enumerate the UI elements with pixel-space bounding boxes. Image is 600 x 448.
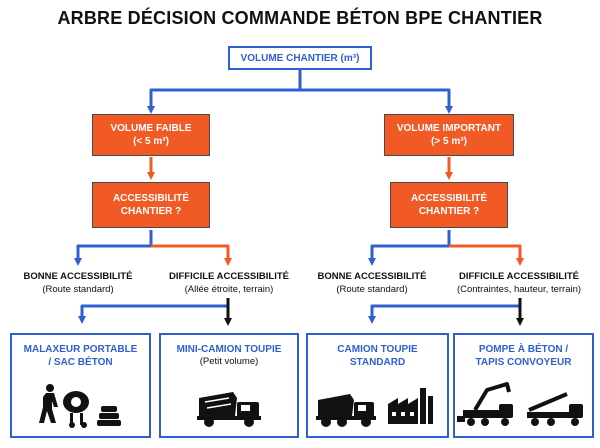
root-node-volume: VOLUME CHANTIER (m³) (228, 46, 372, 70)
label-right-hard-access: DIFFICILE ACCESSIBILITÉ (Contraintes, ha… (444, 270, 594, 296)
result-portable-mixer-line1: MALAXEUR PORTABLE (23, 344, 138, 355)
label-left-good-note: (Route standard) (42, 284, 114, 295)
result-standard-truck-line2: STANDARD (349, 357, 406, 368)
label-left-good-title: BONNE ACCESSIBILITÉ (23, 271, 133, 282)
node-volume-small-line2: (< 5 m³) (133, 136, 169, 147)
label-right-hard-title: DIFFICILE ACCESSIBILITÉ (459, 271, 579, 282)
node-access-right-line2: CHANTIER ? (418, 206, 480, 217)
result-mini-truck-sub: (Petit volume) (199, 356, 259, 367)
label-right-hard-note: (Contraintes, hauteur, terrain) (456, 284, 582, 295)
label-left-good-access: BONNE ACCESSIBILITÉ (Route standard) (18, 270, 138, 296)
node-volume-large: VOLUME IMPORTANT (> 5 m³) (384, 114, 514, 156)
truck-factory-icon (316, 388, 433, 427)
result-mini-truck: MINI-CAMION TOUPIE (Petit volume) (159, 333, 299, 438)
node-volume-small-line1: VOLUME FAIBLE (110, 123, 192, 134)
worker-mixer-icon (39, 384, 121, 428)
node-access-right-line1: ACCESSIBILITÉ (410, 193, 488, 204)
label-left-hard-title: DIFFICILE ACCESSIBILITÉ (169, 271, 289, 282)
edge-root-left (147, 70, 302, 114)
result-pump-conveyor-line1: POMPE À BÉTON / (478, 344, 569, 355)
result-mini-truck-line1: MINI-CAMION TOUPIE (176, 344, 282, 355)
edge-right-good-result (368, 298, 522, 324)
label-left-hard-access: DIFFICILE ACCESSIBILITÉ (Allée étroite, … (158, 270, 300, 296)
mini-truck-icon (197, 392, 261, 427)
result-pump-conveyor: POMPE À BÉTON / TAPIS CONVOYEUR (453, 333, 594, 438)
result-portable-mixer-line2: / SAC BÉTON (48, 357, 113, 368)
result-pump-conveyor-line2: TAPIS CONVOYEUR (475, 357, 572, 368)
result-standard-truck-line1: CAMION TOUPIE (337, 344, 418, 355)
result-portable-mixer: MALAXEUR PORTABLE / SAC BÉTON (10, 333, 151, 438)
label-right-good-note: (Route standard) (336, 284, 408, 295)
node-access-left-line2: CHANTIER ? (120, 206, 182, 217)
edge-right-hard (449, 244, 524, 266)
edge-left-good (74, 230, 153, 266)
edge-left-hard (151, 244, 232, 266)
node-access-left-line1: ACCESSIBILITÉ (112, 193, 190, 204)
node-volume-large-line1: VOLUME IMPORTANT (396, 123, 502, 134)
edge-left-good-result (78, 298, 230, 324)
node-access-left: ACCESSIBILITÉ CHANTIER ? (92, 182, 210, 228)
label-right-good-title: BONNE ACCESSIBILITÉ (317, 271, 427, 282)
node-access-right: ACCESSIBILITÉ CHANTIER ? (390, 182, 508, 228)
edge-root-right (300, 88, 453, 114)
diagram-title: ARBRE DÉCISION COMMANDE BÉTON BPE CHANTI… (57, 8, 543, 28)
label-left-hard-note: (Allée étroite, terrain) (184, 284, 274, 295)
node-volume-large-line2: (> 5 m³) (431, 136, 467, 147)
node-volume-small: VOLUME FAIBLE (< 5 m³) (92, 114, 210, 156)
pump-conveyor-icon (457, 382, 583, 426)
edge-right-good (368, 230, 451, 266)
result-standard-truck: CAMION TOUPIE STANDARD (306, 333, 449, 438)
label-right-good-access: BONNE ACCESSIBILITÉ (Route standard) (312, 270, 432, 296)
